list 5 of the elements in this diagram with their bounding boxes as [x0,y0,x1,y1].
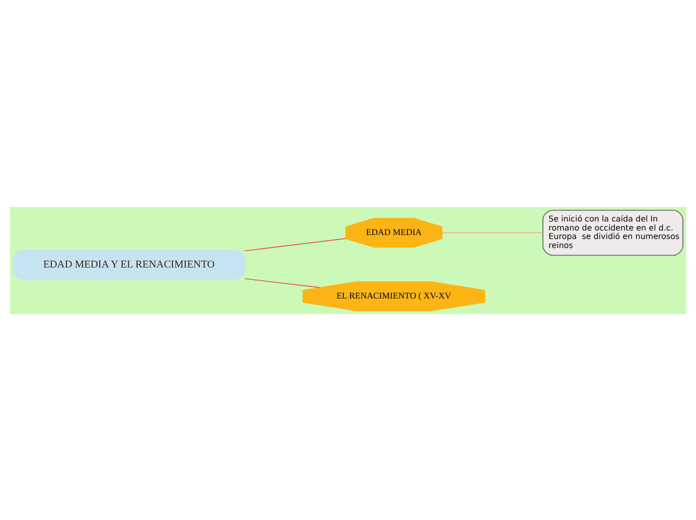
connector [244,278,320,288]
connector [244,238,346,251]
node-box: EDAD MEDIA Y EL RENACIMIENTO [12,250,246,280]
node-box: Se inició con la caída del In romano de occidente en el d.c. Europa se dividió en numerosos reinos [542,209,684,256]
connector [442,232,544,233]
